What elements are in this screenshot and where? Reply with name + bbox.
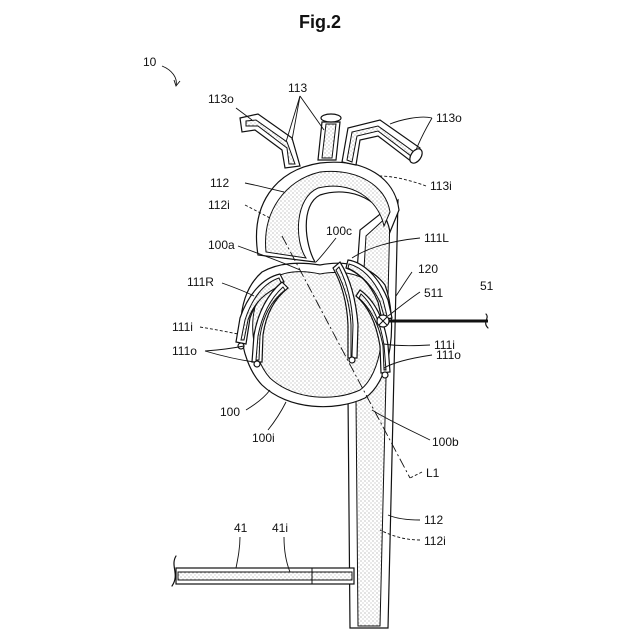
label-100c: 100c <box>326 224 352 238</box>
label-113: 113 <box>288 81 307 95</box>
label-112i-bottom: 112i <box>424 534 446 548</box>
label-10: 10 <box>143 55 157 69</box>
label-100: 100 <box>220 405 240 419</box>
label-111o-left: 111o <box>172 344 197 358</box>
label-100b: 100b <box>432 435 459 449</box>
label-100a: 100a <box>208 238 235 252</box>
label-113o-right: 113o <box>436 111 462 125</box>
label-41i: 41i <box>272 521 288 535</box>
label-112-top: 112 <box>210 176 229 190</box>
label-112-bottom: 112 <box>424 513 443 527</box>
label-111o-right: 111o <box>436 348 461 362</box>
label-51: 51 <box>480 279 494 293</box>
label-111L: 111L <box>424 231 449 245</box>
branch-left <box>240 114 300 168</box>
label-120: 120 <box>418 262 438 276</box>
label-112i-top: 112i <box>208 198 230 212</box>
label-L1: L1 <box>426 466 440 480</box>
figure-title: Fig.2 <box>299 12 341 32</box>
label-41: 41 <box>234 521 248 535</box>
label-111i-left: 111i <box>172 320 193 334</box>
tube-41 <box>172 556 354 586</box>
branch-right <box>342 120 425 165</box>
label-111R: 111R <box>187 275 214 289</box>
branch-middle <box>318 114 341 160</box>
label-100i: 100i <box>252 431 275 445</box>
label-511: 511 <box>424 286 443 300</box>
label-113o-left: 113o <box>208 92 234 106</box>
label-113i: 113i <box>430 179 452 193</box>
